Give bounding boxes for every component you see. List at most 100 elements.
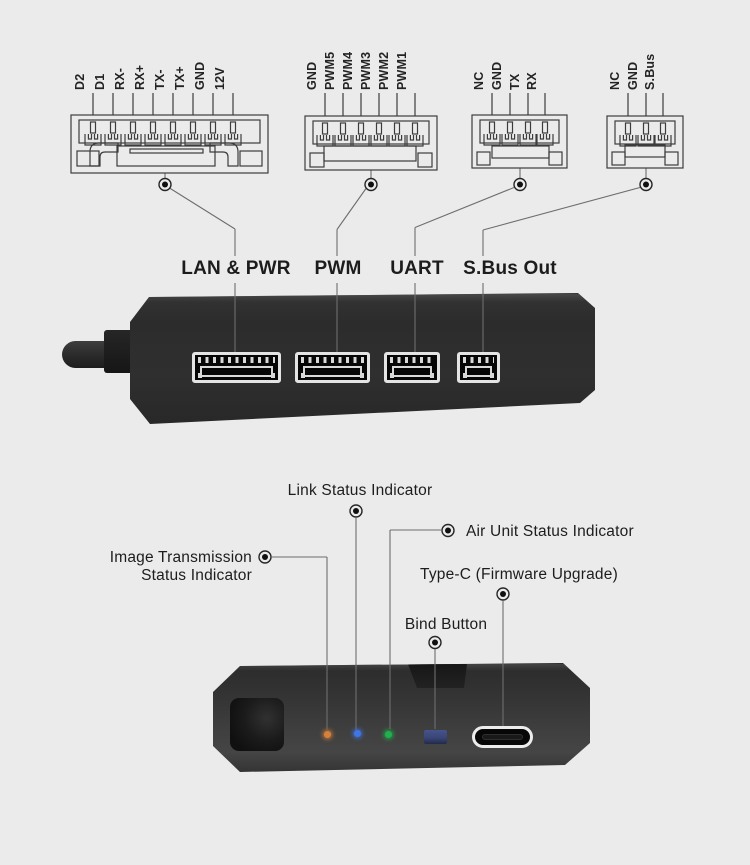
image-transmission-status-led bbox=[324, 731, 331, 738]
port-slot bbox=[465, 366, 492, 377]
port-slot bbox=[392, 366, 432, 377]
dot-link bbox=[349, 504, 363, 518]
pin bbox=[149, 121, 157, 134]
power-cable bbox=[62, 341, 108, 368]
pin-contact bbox=[654, 135, 672, 147]
pin-contact bbox=[84, 134, 102, 146]
pin bbox=[541, 121, 549, 134]
pin-contact bbox=[334, 135, 352, 147]
cable-strain-relief bbox=[104, 330, 134, 373]
pin bbox=[488, 121, 496, 134]
pin bbox=[524, 121, 532, 134]
pin-label-pwm2: PWM2 bbox=[376, 51, 391, 90]
pin bbox=[189, 121, 197, 134]
dot-type-c bbox=[496, 587, 510, 601]
pin bbox=[642, 122, 650, 135]
pin-contact bbox=[144, 134, 162, 146]
leader-lines bbox=[164, 168, 647, 730]
pin bbox=[659, 122, 667, 135]
connector-diagram-lan_pwr bbox=[70, 93, 269, 174]
port-label-uart: UART bbox=[390, 258, 444, 279]
pin bbox=[357, 122, 365, 135]
pin bbox=[624, 122, 632, 135]
pin-label-rx-: RX- bbox=[112, 67, 127, 90]
pin bbox=[411, 122, 419, 135]
pin-label-gnd: GND bbox=[625, 61, 640, 90]
pin-label-pwm4: PWM4 bbox=[340, 51, 355, 90]
pin-contact bbox=[536, 134, 554, 146]
air-unit-front-view bbox=[213, 663, 590, 772]
pin-label-pwm5: PWM5 bbox=[322, 51, 337, 90]
pin-contact bbox=[483, 134, 501, 146]
port-tab bbox=[198, 373, 202, 378]
pin bbox=[339, 122, 347, 135]
dot-sbus bbox=[639, 177, 653, 192]
pin-contact bbox=[316, 135, 334, 147]
dot-image-transmission bbox=[258, 550, 272, 564]
port-label-sbus-out: S.Bus Out bbox=[463, 258, 557, 279]
type-c-port bbox=[472, 726, 533, 748]
dot-bind bbox=[428, 635, 442, 650]
connector-diagram-uart bbox=[471, 93, 568, 169]
link-status-led bbox=[354, 730, 361, 737]
pin-contact bbox=[204, 134, 222, 146]
pwm-port bbox=[295, 352, 370, 383]
sbus-port bbox=[457, 352, 500, 383]
port-tab bbox=[271, 373, 275, 378]
pin bbox=[89, 121, 97, 134]
dot-air-unit bbox=[441, 523, 455, 538]
pin-contact bbox=[637, 135, 655, 147]
connector-diagram-pwm bbox=[304, 93, 438, 171]
pin-label-12v: 12V bbox=[212, 67, 227, 90]
port-pin-teeth bbox=[301, 357, 364, 363]
pin-contact bbox=[388, 135, 406, 147]
pin-contact bbox=[519, 134, 537, 146]
port-label-pwm: PWM bbox=[314, 258, 362, 279]
pin bbox=[169, 121, 177, 134]
pin-label-tx-: TX- bbox=[152, 69, 167, 90]
dot-uart bbox=[513, 177, 527, 192]
pin-contact bbox=[224, 134, 242, 146]
pin-label-nc: NC bbox=[471, 71, 486, 90]
port-pin-teeth bbox=[390, 357, 434, 363]
pin-label-tx: TX bbox=[507, 73, 522, 90]
pin bbox=[321, 122, 329, 135]
pin-label-d1: D1 bbox=[92, 73, 107, 90]
pin bbox=[229, 121, 237, 134]
pin-label-nc: NC bbox=[607, 71, 622, 90]
pin-label-pwm3: PWM3 bbox=[358, 51, 373, 90]
port-tab bbox=[301, 373, 305, 378]
connector-slot bbox=[116, 145, 216, 167]
callout-image-line2: Status Indicator bbox=[141, 566, 252, 584]
bind-button bbox=[424, 730, 447, 744]
pin-label-s-bus: S.Bus bbox=[642, 53, 657, 90]
pin-label-gnd: GND bbox=[489, 61, 504, 90]
pin bbox=[393, 122, 401, 135]
pin-contact bbox=[370, 135, 388, 147]
port-tab bbox=[360, 373, 364, 378]
callout-image-line1: Image Transmission bbox=[109, 549, 252, 566]
connector-slot bbox=[491, 145, 550, 159]
port-tab bbox=[463, 373, 467, 378]
pin-label-gnd: GND bbox=[304, 61, 319, 90]
lan-pwr-port bbox=[192, 352, 281, 383]
pin bbox=[506, 121, 514, 134]
pin-contact bbox=[501, 134, 519, 146]
pin-contact bbox=[164, 134, 182, 146]
pin-contact bbox=[124, 134, 142, 146]
pin-label-rx+: RX+ bbox=[132, 64, 147, 90]
uart-port bbox=[384, 352, 440, 383]
callout-link-status: Link Status Indicator bbox=[287, 482, 433, 499]
pin-label-pwm1: PWM1 bbox=[394, 51, 409, 90]
dot-pwm bbox=[364, 177, 378, 192]
pin-label-tx+: TX+ bbox=[172, 66, 187, 90]
pin-contact bbox=[406, 135, 424, 147]
connector-slot bbox=[624, 144, 666, 158]
port-tab bbox=[490, 373, 494, 378]
pin bbox=[375, 122, 383, 135]
pin-label-gnd: GND bbox=[192, 61, 207, 90]
dot-lan-pwr bbox=[158, 177, 172, 192]
port-slot bbox=[303, 366, 362, 377]
pin-label-d2: D2 bbox=[72, 73, 87, 90]
